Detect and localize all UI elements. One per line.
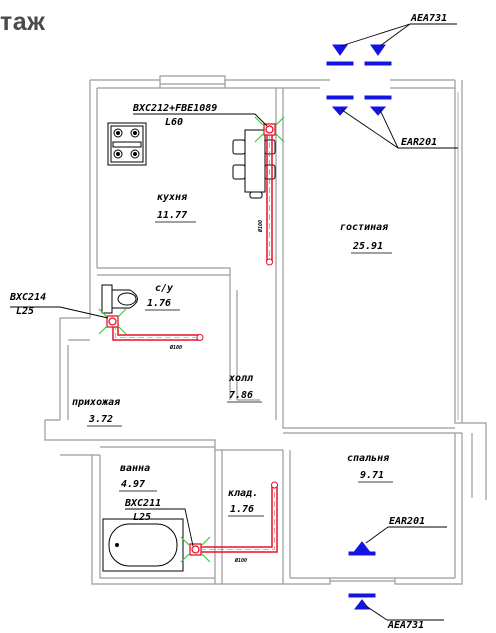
toilet-icon [101, 284, 138, 314]
kitchen-unit-spec: L60 [165, 117, 183, 128]
kitchen-duct-size: Ø100 [257, 220, 264, 233]
duct-network [112, 133, 278, 553]
room-area-wc: 1.76 [147, 298, 171, 309]
supply-top-label: AEA731 [410, 13, 447, 24]
duct-centerlines [115, 133, 275, 550]
room-area-hall: 7.86 [229, 390, 253, 401]
bath-unit-model: BXC211 [124, 498, 161, 509]
leader-lines [10, 23, 458, 621]
bathtub-icon [102, 518, 184, 572]
dining-table-icon [232, 129, 276, 199]
kitchen-fan-unit [263, 123, 276, 136]
room-area-bedroom: 9.71 [360, 470, 384, 481]
bath-unit-spec: L25 [133, 512, 151, 523]
airflow-arrows [98, 116, 285, 563]
bath-fan-unit [189, 543, 202, 556]
room-name-wc: с/у [155, 283, 174, 294]
wc-duct-size: Ø100 [169, 344, 182, 351]
room-area-bath: 4.97 [121, 479, 145, 490]
room-name-kitchen: кухня [157, 192, 187, 203]
wc-fan-unit [106, 315, 119, 328]
stove-icon [107, 122, 147, 166]
exhaust-vent-top-icon [326, 95, 392, 116]
supply-vent-top-icon [326, 44, 392, 66]
walls [44, 75, 487, 585]
room-area-storage: 1.76 [230, 504, 254, 515]
room-area-kitchen: 11.77 [157, 210, 187, 221]
room-name-bedroom: спальня [347, 453, 389, 464]
equipment-labels: AEA731 EAR201 BXC212+FBE1089 L60 BXC214 … [9, 13, 447, 631]
wc-unit-spec: L25 [16, 306, 34, 317]
room-area-entry: 3.72 [88, 414, 113, 425]
room-name-bath: ванна [120, 463, 150, 474]
room-labels: кухня 11.77 гостиная 25.91 с/у 1.76 холл… [72, 192, 393, 517]
room-name-storage: клад. [228, 488, 258, 499]
page-title: таж [0, 8, 46, 36]
room-area-living: 25.91 [352, 241, 383, 252]
room-name-living: гостиная [340, 222, 388, 233]
exhaust-bedroom-label: EAR201 [389, 516, 425, 527]
supply-vent-bottom-icon [348, 593, 376, 610]
exhaust-vent-bedroom-icon [348, 541, 376, 556]
bath-duct-size: Ø100 [234, 557, 247, 564]
kitchen-unit-model: BXC212+FBE1089 [132, 103, 217, 114]
duct-end-caps [196, 258, 278, 489]
room-name-entry: прихожая [72, 397, 120, 408]
supply-bottom-label: AEA731 [387, 620, 424, 631]
exhaust-top-label: EAR201 [401, 137, 437, 148]
wc-unit-model: BXC214 [9, 292, 46, 303]
duct-size-labels: Ø100 Ø100 Ø100 [169, 220, 264, 564]
room-name-hall: холл [228, 373, 254, 384]
